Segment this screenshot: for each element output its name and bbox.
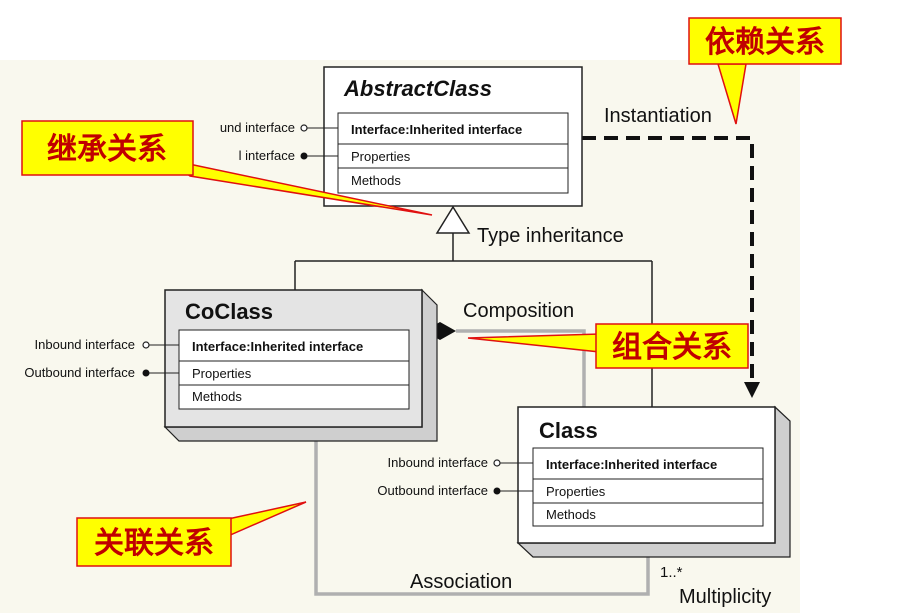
type-inheritance-label: Type inheritance bbox=[477, 225, 624, 247]
inheritance-callout: 继承关系 bbox=[21, 120, 194, 176]
abstract-outbound-label: l interface bbox=[239, 148, 295, 163]
composition-label: Composition bbox=[463, 300, 574, 322]
coclass-inbound-label: Inbound interface bbox=[35, 337, 135, 352]
multiplicity-value: 1..* bbox=[660, 564, 683, 581]
coclass-properties-row: Properties bbox=[192, 366, 252, 381]
class-interface-row: Interface:Inherited interface bbox=[546, 457, 717, 472]
composition-callout-text: 组合关系 bbox=[612, 330, 732, 365]
class-inbound-label: Inbound interface bbox=[388, 455, 488, 470]
composition-callout: 组合关系 bbox=[595, 323, 749, 369]
coclass-name: CoClass bbox=[185, 299, 273, 324]
class-outbound-label: Outbound interface bbox=[377, 483, 488, 498]
abstract-inbound-socket bbox=[300, 124, 308, 132]
abstract-class-box: AbstractClass Interface:Inherited interf… bbox=[323, 66, 583, 207]
class-box: Class Interface:Inherited interface Prop… bbox=[516, 405, 791, 558]
dependency-callout-text: 依赖关系 bbox=[705, 25, 825, 60]
coclass-outbound-socket bbox=[142, 369, 150, 377]
dependency-callout: 依赖关系 bbox=[688, 17, 842, 65]
instantiation-line bbox=[582, 136, 754, 382]
class-inbound-socket bbox=[493, 459, 501, 467]
inheritance-arrowhead bbox=[435, 205, 471, 234]
abstract-methods-row: Methods bbox=[351, 173, 401, 188]
coclass-outbound-label: Outbound interface bbox=[24, 365, 135, 380]
association-callout: 关联关系 bbox=[76, 517, 232, 567]
coclass-inbound-socket bbox=[142, 341, 150, 349]
coclass-methods-row: Methods bbox=[192, 389, 242, 404]
association-line bbox=[314, 441, 650, 596]
association-label: Association bbox=[410, 571, 512, 593]
class-name: Class bbox=[539, 418, 598, 443]
abstract-properties-row: Properties bbox=[351, 149, 411, 164]
abstract-class-name: AbstractClass bbox=[343, 76, 492, 101]
association-callout-text: 关联关系 bbox=[94, 526, 214, 561]
abstract-inbound-label: und interface bbox=[220, 120, 295, 135]
instantiation-arrowhead bbox=[744, 382, 760, 398]
abstract-outbound-socket bbox=[300, 152, 308, 160]
class-outbound-socket bbox=[493, 487, 501, 495]
coclass-box: CoClass Interface:Inherited interface Pr… bbox=[163, 288, 438, 442]
class-properties-row: Properties bbox=[546, 484, 606, 499]
abstract-interface-row: Interface:Inherited interface bbox=[351, 122, 522, 137]
multiplicity-label: Multiplicity bbox=[679, 586, 771, 608]
coclass-interface-row: Interface:Inherited interface bbox=[192, 339, 363, 354]
class-methods-row: Methods bbox=[546, 507, 596, 522]
composition-line bbox=[456, 329, 586, 407]
inheritance-callout-text: 继承关系 bbox=[47, 132, 167, 167]
instantiation-label: Instantiation bbox=[604, 105, 712, 127]
